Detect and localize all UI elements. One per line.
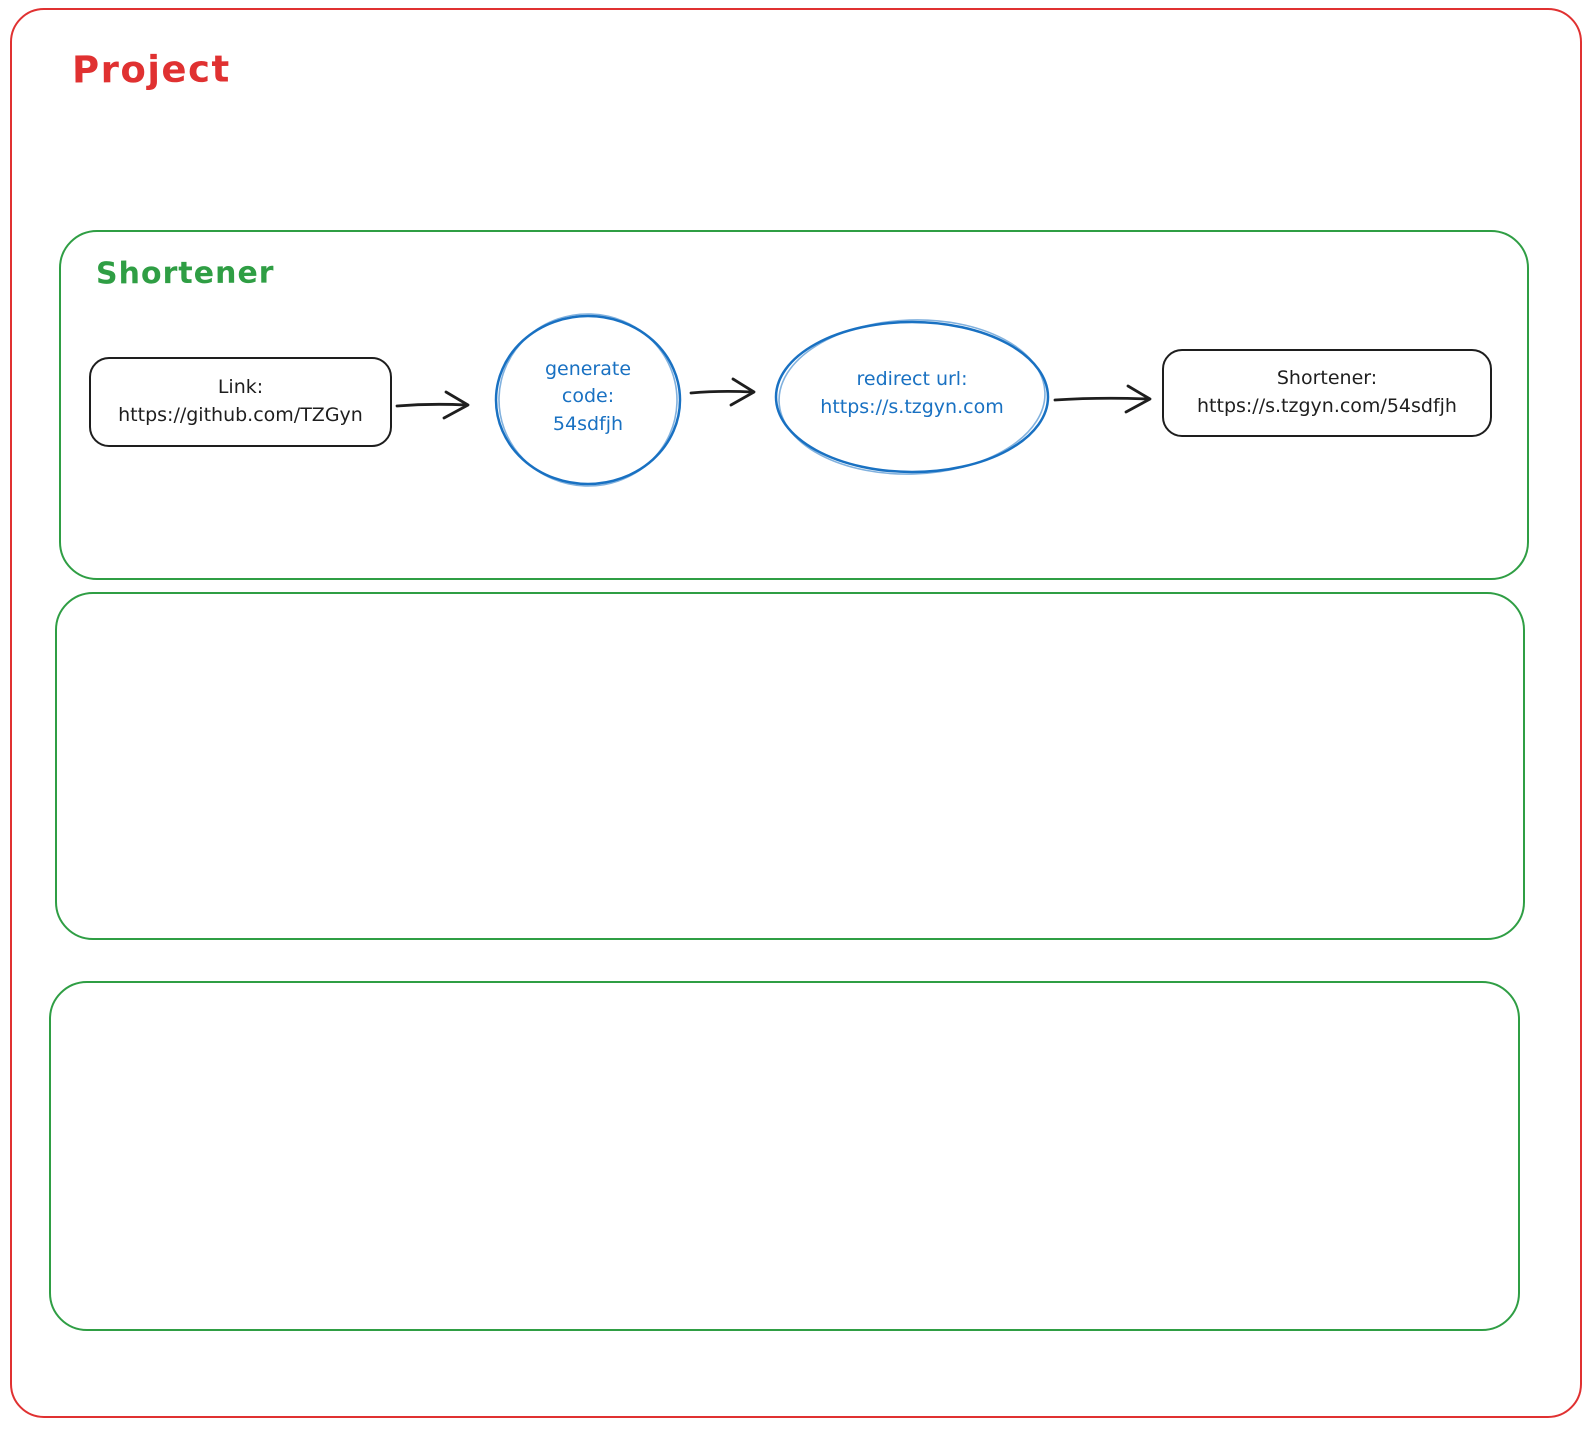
shortened-url-node-label: Shortener: https://s.tzgyn.com/54sdfjh xyxy=(1197,367,1457,417)
link-node[interactable]: Link: https://github.com/TZGyn xyxy=(89,357,392,447)
arrow-connector-3[interactable] xyxy=(1052,374,1162,424)
right-arrow-icon xyxy=(689,377,756,407)
ellipse-shape xyxy=(774,319,1050,475)
redirect-url-node-label: redirect url: https://s.tzgyn.com xyxy=(820,368,1004,418)
project-frame[interactable]: Project Shortener Link: https://github.c… xyxy=(10,8,1582,1418)
generate-code-node-label: generate code: 54sdfjh xyxy=(544,357,632,435)
shortener-frame-label[interactable]: Shortener xyxy=(95,255,275,292)
empty-section-box-2[interactable] xyxy=(49,981,1520,1331)
right-arrow-icon xyxy=(395,390,470,420)
empty-section-box-1[interactable] xyxy=(55,592,1525,940)
redirect-url-node[interactable]: redirect url: https://s.tzgyn.com xyxy=(772,318,1052,476)
shortener-frame[interactable]: Shortener Link: https://github.com/TZGyn… xyxy=(59,230,1529,580)
link-node-label: Link: https://github.com/TZGyn xyxy=(118,376,363,426)
circle-shape xyxy=(494,313,682,487)
project-frame-label[interactable]: Project xyxy=(71,47,231,92)
right-arrow-icon xyxy=(1053,384,1152,414)
generate-code-node[interactable]: generate code: 54sdfjh xyxy=(492,312,684,488)
arrow-connector-1[interactable] xyxy=(394,380,504,430)
shortened-url-node[interactable]: Shortener: https://s.tzgyn.com/54sdfjh xyxy=(1162,349,1492,437)
arrow-connector-2[interactable] xyxy=(688,367,798,417)
